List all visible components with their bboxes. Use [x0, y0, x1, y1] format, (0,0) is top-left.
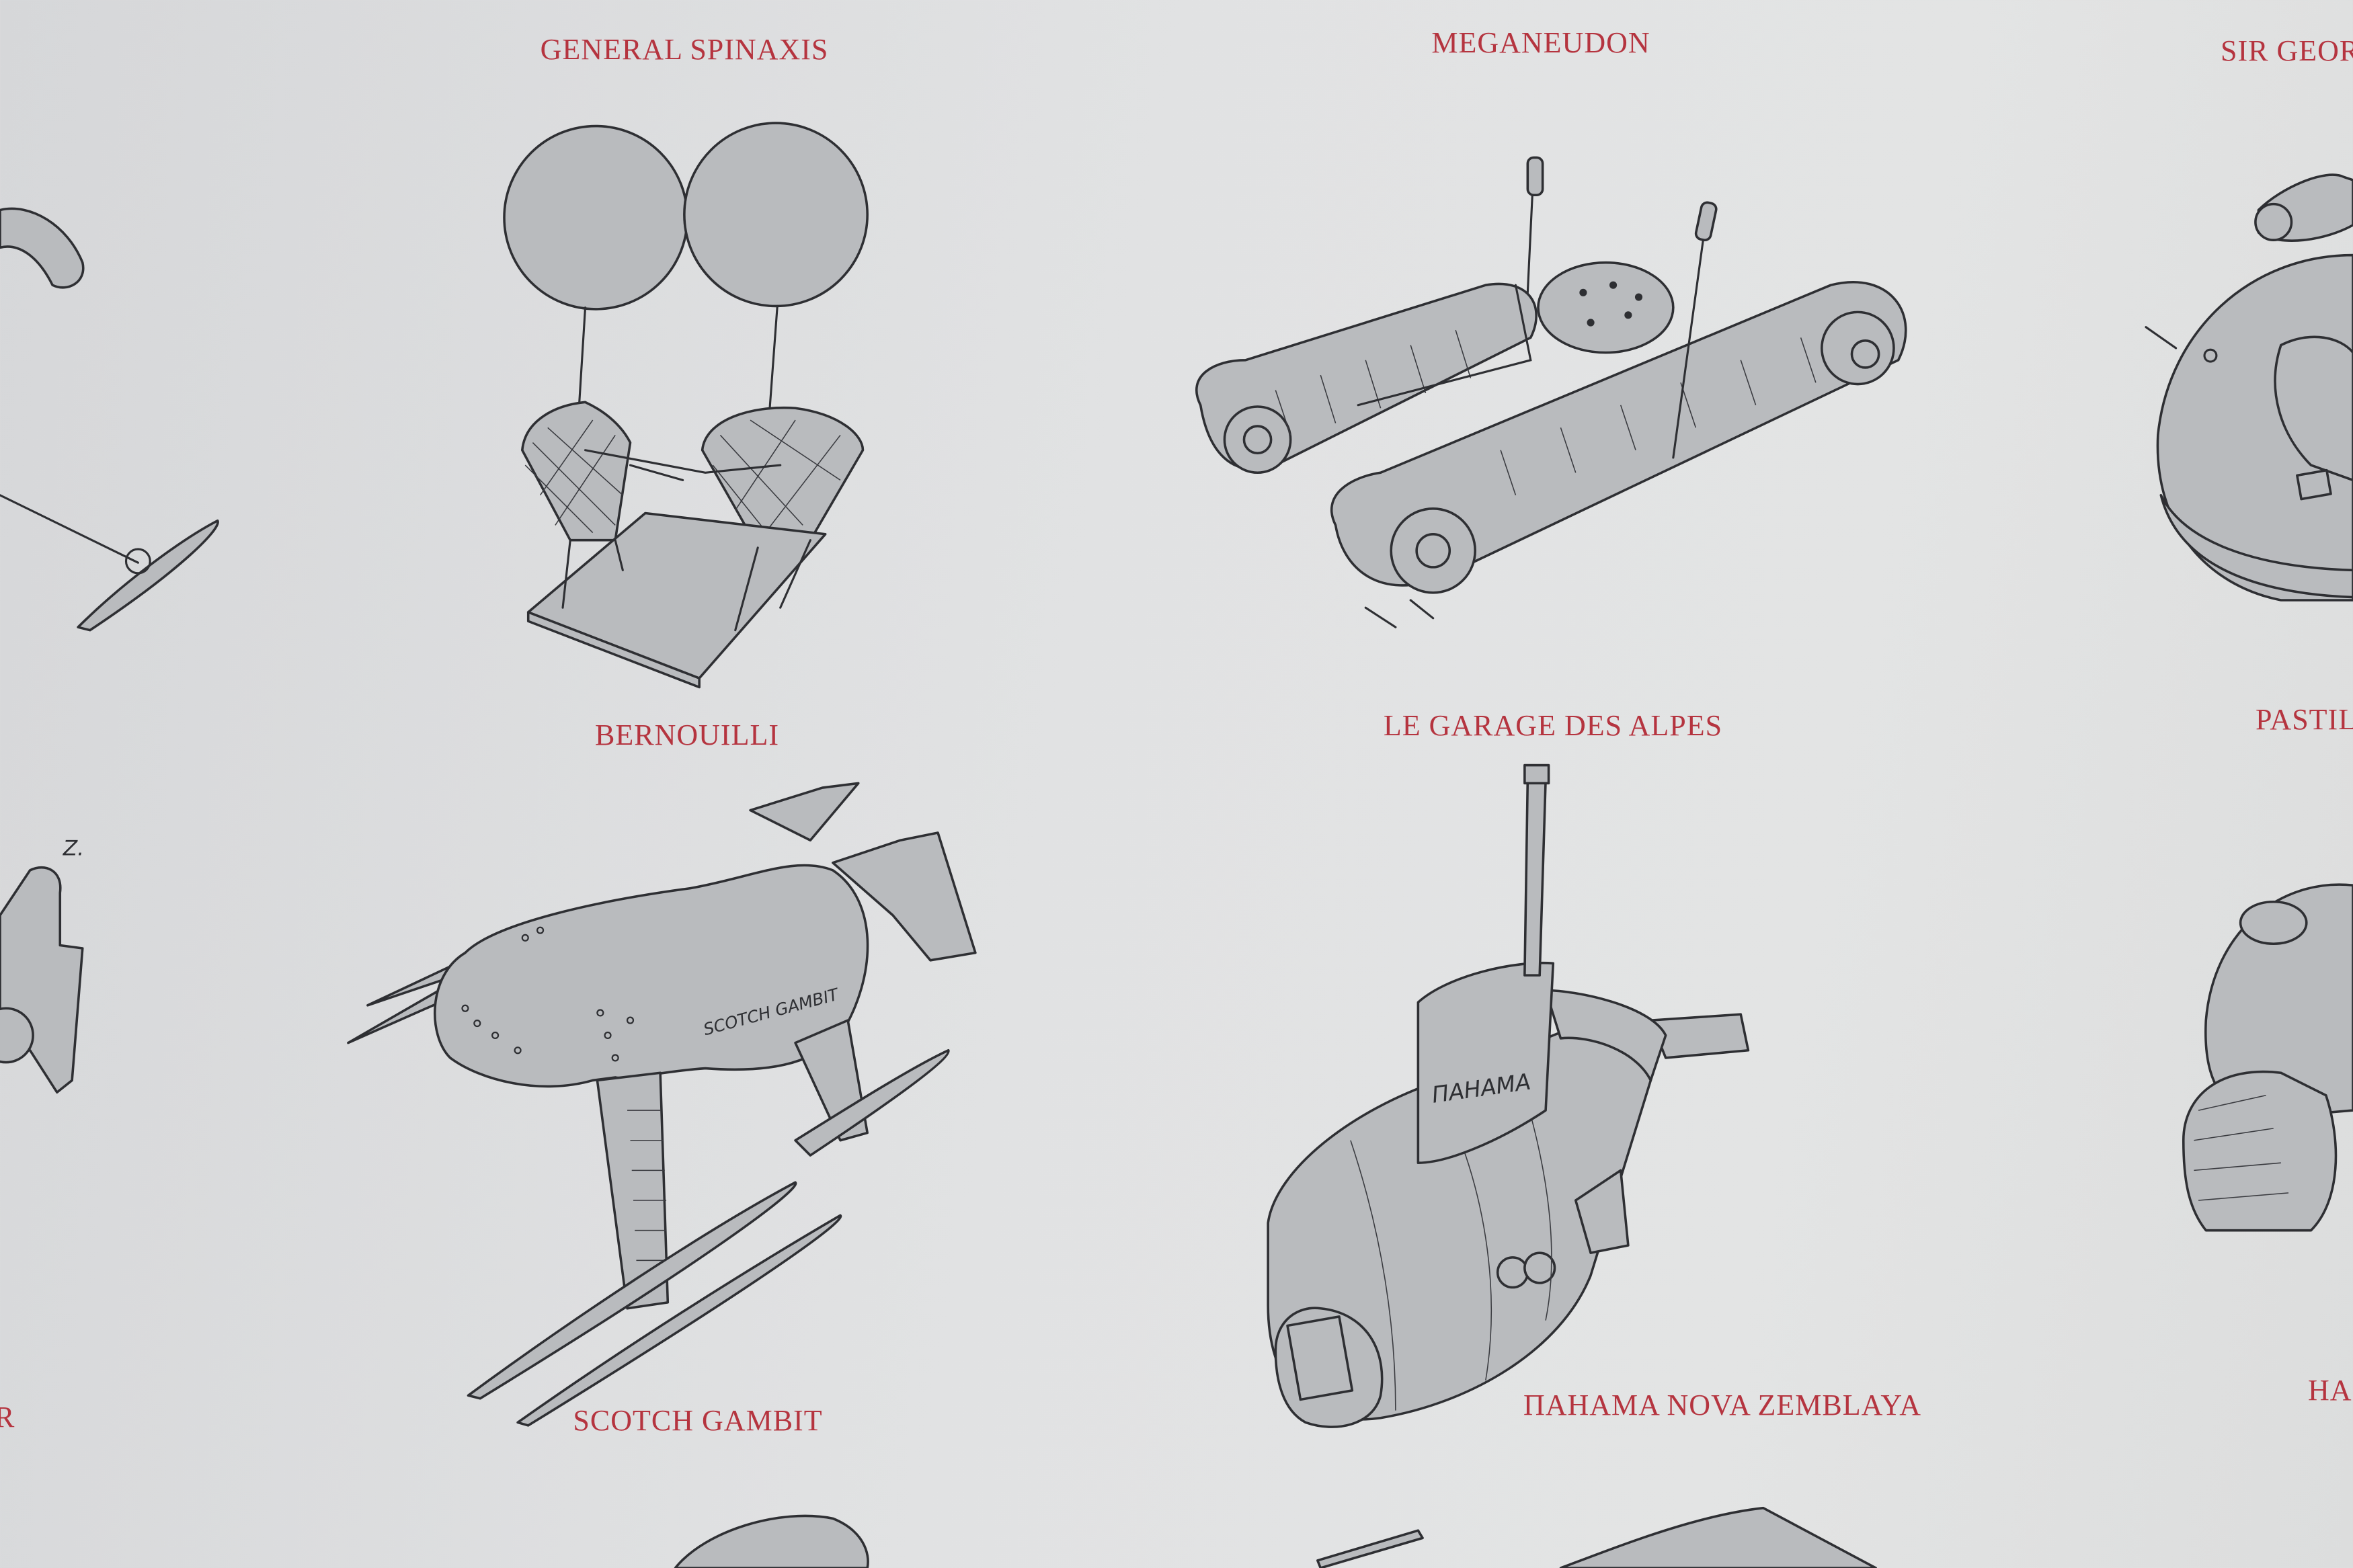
- label-left-edge: R: [0, 1401, 15, 1434]
- label-pastil: PASTIL: [2256, 703, 2353, 736]
- label-pahama-nova-zemblaya: ПAHAMA NOVA ZEMBLAYA: [1523, 1389, 1922, 1421]
- label-bernouilli: BERNOUILLI: [595, 718, 779, 751]
- meganeudon-sketch: [1195, 156, 1907, 628]
- label-scotch-gambit: SCOTCH GAMBIT: [573, 1404, 823, 1437]
- label-general-spinaxis: GENERAL SPINAXIS: [540, 33, 829, 66]
- sir-george-sketch: [2145, 173, 2353, 602]
- z-mark-text: Z.: [63, 837, 84, 861]
- left-edge-sketch-middle: Z.: [0, 837, 84, 1094]
- pastil-sketch: [2182, 883, 2353, 1232]
- left-edge-sketch-top: [0, 207, 219, 632]
- label-meganeudon: MEGANEUDON: [1431, 26, 1650, 59]
- scotch-gambit-sketch: SCOTCH GAMBIT: [347, 782, 977, 1427]
- label-le-garage-des-alpes: LE GARAGE DES ALPES: [1383, 709, 1723, 742]
- label-ha: HA: [2308, 1374, 2352, 1407]
- label-sir-george: SIR GEOR: [2221, 34, 2353, 67]
- pahama-nova-zemblaya-sketch: ПAHAMA: [1267, 764, 1750, 1428]
- bottom-partial-sketches: [674, 1506, 1877, 1568]
- general-spinaxis-sketch: [503, 122, 869, 689]
